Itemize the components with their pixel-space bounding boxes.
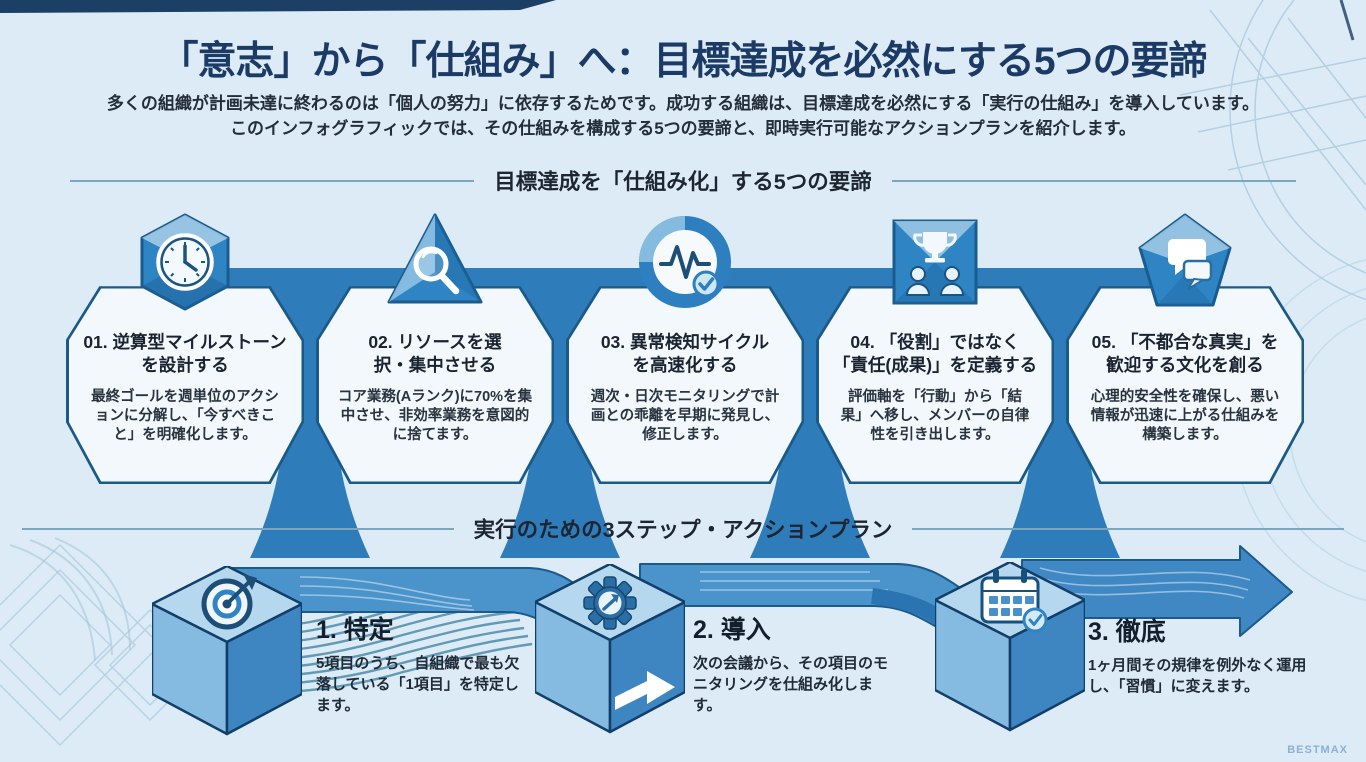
essential-card-1: 01. 逆算型マイルストーンを設計する 最終ゴールを週単位のアクションに分解し、… <box>66 286 304 484</box>
magnifier-icon <box>387 213 483 304</box>
card-title: 02. リソースを選択・集中させる <box>368 331 502 375</box>
calendar-check-icon <box>980 569 1048 633</box>
gear-cube <box>535 564 685 734</box>
essential-card-2: 02. リソースを選択・集中させる コア業務(Aランク)に70%を集中させ、非効… <box>316 286 554 484</box>
card-title: 04. 「役割」ではなく「責任(成果)」を定義する <box>832 331 1038 375</box>
step-3: 3. 徹底 1ヶ月間その規律を例外なく運用し、「習慣」に変えます。 <box>1088 612 1323 697</box>
white-arrow <box>615 671 675 710</box>
page-title: 「意志」から「仕組み」へ：目標達成を必然にする5つの要諦 <box>159 40 1207 83</box>
step-title: 2. 導入 <box>693 616 771 644</box>
section2-divider: 実行のための3ステップ・アクションプラン <box>22 513 1344 544</box>
card-title: 05. 「不都合な真実」を歓迎する文化を創る <box>1091 331 1279 375</box>
step-1: 1. 特定 5項目のうち、自組織で最も欠落している「1項目」を特定します。 <box>316 610 528 716</box>
card-title: 01. 逆算型マイルストーンを設計する <box>83 331 287 375</box>
section1-divider: 目標達成を「仕組み化」する5つの要諦 <box>70 165 1296 196</box>
card-body: コア業務(Aランク)に70%を集中させ、非効率業務を意図的に捨てます。 <box>337 388 533 443</box>
watermark: BESTMAX <box>1287 744 1348 756</box>
card-body: 最終ゴールを週単位のアクションに分解し、「今すべきこと」を明確化します。 <box>91 388 279 443</box>
step-title: 1. 特定 <box>316 616 394 644</box>
top-accent-bar <box>0 0 556 13</box>
ribbon-texture <box>299 567 1251 611</box>
step-body: 次の会議から、その項目のモニタリングを仕組み化します。 <box>693 655 889 714</box>
calendar-cube <box>935 562 1085 732</box>
step-body: 5項目のうち、自組織で最も欠落している「1項目」を特定します。 <box>316 655 520 714</box>
card-body: 週次・日次モニタリングで計画との乖離を早期に発見し、修正します。 <box>590 388 780 443</box>
essential-card-3: 03. 異常検知サイクルを高速化する 週次・日次モニタリングで計画との乖離を早期… <box>566 286 804 484</box>
step-body: 1ヶ月間その規律を例外なく運用し、「習慣」に変えます。 <box>1088 657 1307 695</box>
step-2: 2. 導入 次の会議から、その項目のモニタリングを仕組み化します。 <box>693 610 898 716</box>
subtitle-line-1: 多くの組織が計画未達に終わるのは「個人の努力」に依存するためです。成功する組織は… <box>106 94 1260 113</box>
card-body: 評価軸を「行動」から「結果」へ移し、メンバーの自律性を引き出します。 <box>840 388 1030 443</box>
gear-arrow-icon <box>583 576 637 630</box>
clock-icon <box>140 213 230 311</box>
target-cube <box>152 566 302 736</box>
essential-card-4: 04. 「役割」ではなく「責任(成果)」を定義する 評価軸を「行動」から「結果」… <box>816 286 1054 484</box>
trophy-team-icon <box>892 219 978 305</box>
card-body: 心理的安全性を確保し、悪い情報が迅速に上がる仕組みを構築します。 <box>1090 388 1280 443</box>
section2-heading: 実行のための3ステップ・アクションプラン <box>473 518 893 542</box>
pulse-monitor-icon <box>639 216 731 308</box>
section1-heading: 目標達成を「仕組み化」する5つの要諦 <box>494 170 872 194</box>
light-curve-bundle <box>9 537 131 661</box>
card-title: 03. 異常検知サイクルを高速化する <box>600 331 770 375</box>
chat-bubbles-icon <box>1138 213 1232 307</box>
step-title: 3. 徹底 <box>1088 618 1166 646</box>
subtitle-line-2: このインフォグラフィックでは、その仕組みを構成する5つの要諦と、即時実行可能なア… <box>230 119 1136 138</box>
